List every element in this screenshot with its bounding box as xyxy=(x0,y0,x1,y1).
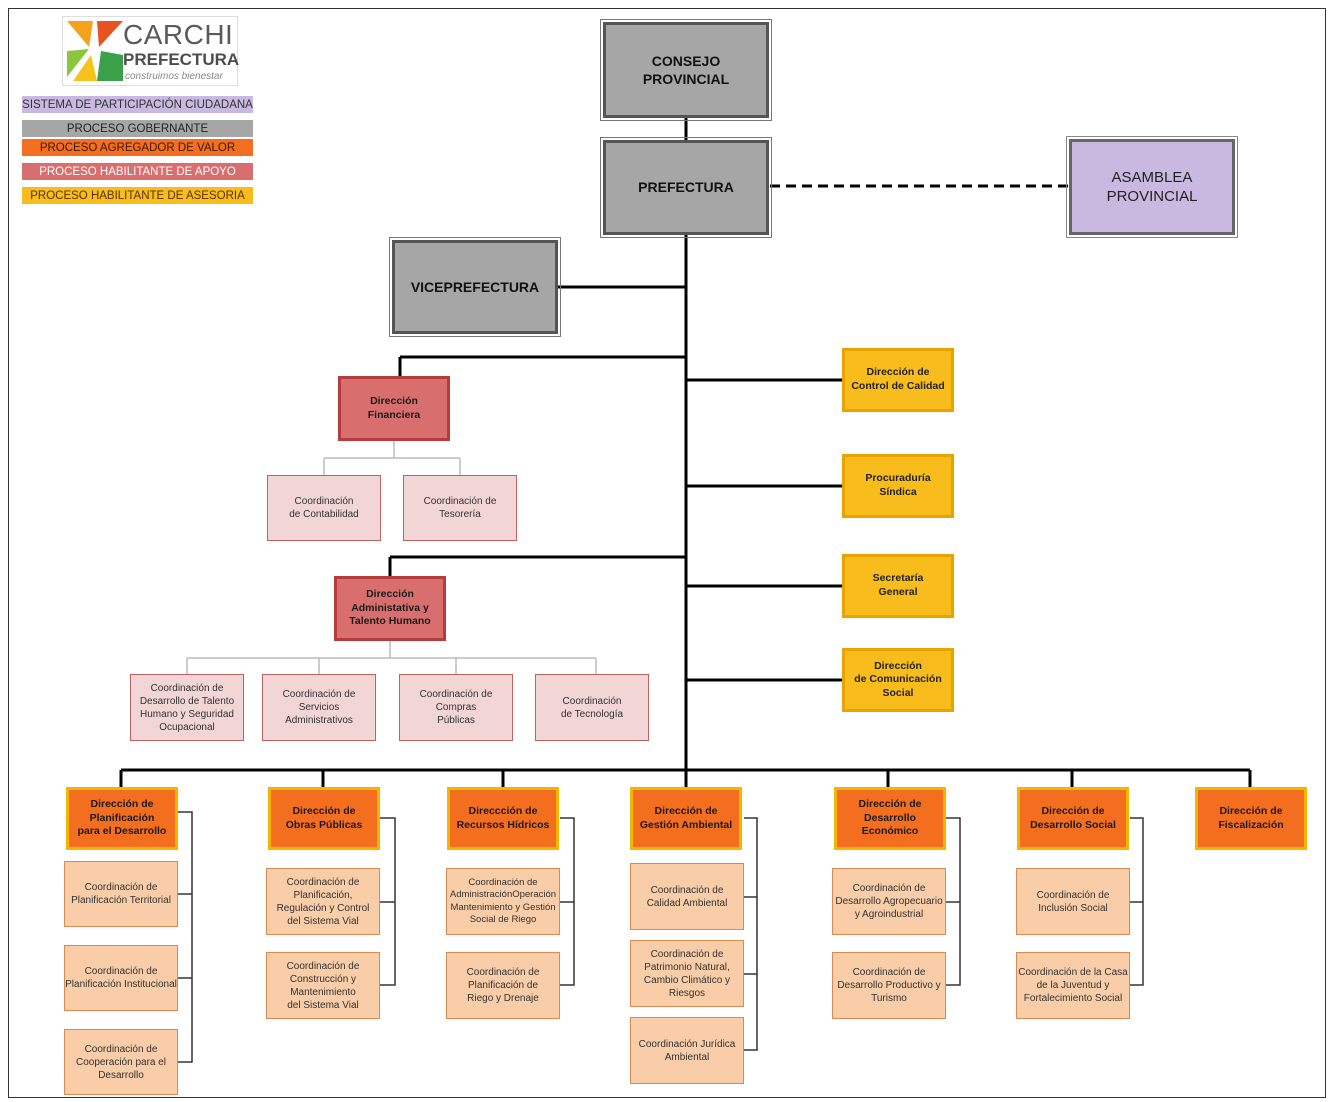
coord-juridica-ambiental-box: Coordinación Jurídica Ambiental xyxy=(630,1017,744,1084)
coord-patrimonio-natural-box: Coordinación de Patrimonio Natural, Camb… xyxy=(630,940,744,1007)
coord-construccion-vial-box: Coordinación de Construcción y Mantenimi… xyxy=(266,952,380,1019)
legend-participacion: SISTEMA DE PARTICIPACIÓN CIUDADANA xyxy=(22,96,253,113)
logo-tagline: construimos bienestar xyxy=(125,71,223,82)
legend-apoyo: PROCESO HABILITANTE DE APOYO xyxy=(22,163,253,180)
asamblea-provincial-box: ASAMBLEA PROVINCIAL xyxy=(1066,136,1238,238)
coord-planificacion-territorial-box: Coordinación de Planificación Territoria… xyxy=(64,861,178,927)
viceprefectura-box: VICEPREFECTURA xyxy=(389,237,561,337)
direccion-planificacion-box: Dirección de Planificación para el Desar… xyxy=(66,787,178,850)
coord-desarrollo-agropecuario-box: Coordinación de Desarrollo Agropecuario … xyxy=(832,868,946,935)
coord-cooperacion-box: Coordinación de Cooperación para el Desa… xyxy=(64,1029,178,1095)
coord-casa-juventud-box: Coordinación de la Casa de la Juventud y… xyxy=(1016,952,1130,1019)
comunicacion-social-box: Dirección de Comunicación Social xyxy=(842,648,954,712)
coordinacion-contabilidad-box: Coordinación de Contabilidad xyxy=(267,475,381,541)
coord-planificacion-institucional-box: Coordinación de Planificación Institucio… xyxy=(64,945,178,1011)
prefectura-box: PREFECTURA xyxy=(600,137,772,238)
legend-agregador: PROCESO AGREGADOR DE VALOR xyxy=(22,139,253,156)
procuraduria-box: Procuraduría Síndica xyxy=(842,454,954,518)
coordinacion-talento-humano-box: Coordinación de Desarrollo de Talento Hu… xyxy=(130,674,244,741)
direccion-administrativa-box: Dirección Administativa y Talento Humano xyxy=(334,576,446,641)
coord-planificacion-vial-box: Coordinación de Planificación, Regulació… xyxy=(266,868,380,935)
consejo-provincial-box: CONSEJO PROVINCIAL xyxy=(600,19,772,121)
coordinacion-tecnologia-box: Coordinación de Tecnología xyxy=(535,674,649,741)
direccion-fiscalizacion-box: Dirección de Fiscalización xyxy=(1195,787,1307,850)
secretaria-general-box: Secretaría General xyxy=(842,554,954,618)
direccion-desarrollo-social-box: Dirección de Desarrollo Social xyxy=(1017,787,1129,850)
direccion-obras-publicas-box: Dirección de Obras Públicas xyxy=(268,787,380,850)
legend-asesoria: PROCESO HABILITANTE DE ASESORIA xyxy=(22,187,253,204)
coord-inclusion-social-box: Coordinación de Inclusión Social xyxy=(1016,868,1130,935)
coordinacion-tesoreria-box: Coordinación de Tesorería xyxy=(403,475,517,541)
control-calidad-box: Dirección de Control de Calidad xyxy=(842,348,954,412)
coord-administracion-riego-box: Coordinación de AdministraciónOperación … xyxy=(446,868,560,935)
logo-mark-icon xyxy=(67,21,123,81)
direccion-gestion-ambiental-box: Dirección de Gestión Ambiental xyxy=(630,787,742,850)
direccion-desarrollo-economico-box: Dirección de Desarrollo Económico xyxy=(834,787,946,850)
coordinacion-compras-box: Coordinación de Compras Públicas xyxy=(399,674,513,741)
diagram-frame xyxy=(8,8,1326,1098)
direccion-recursos-hidricos-box: Direccción de Recursos Hídricos xyxy=(447,787,559,850)
logo-line2: PREFECTURA xyxy=(123,50,240,69)
coordinacion-servicios-box: Coordinación de Servicios Administrativo… xyxy=(262,674,376,741)
carchi-prefectura-logo: CARCHI PREFECTURA construimos bienestar xyxy=(62,16,240,86)
legend-gobernante: PROCESO GOBERNANTE xyxy=(22,120,253,137)
direccion-financiera-box: Dirección Financiera xyxy=(338,376,450,441)
coord-calidad-ambiental-box: Coordinación de Calidad Ambiental xyxy=(630,863,744,930)
coord-desarrollo-productivo-box: Coordinación de Desarrollo Productivo y … xyxy=(832,952,946,1019)
logo-line1: CARCHI xyxy=(123,19,234,50)
coord-planificacion-riego-box: Coordinación de Planificación de Riego y… xyxy=(446,952,560,1019)
